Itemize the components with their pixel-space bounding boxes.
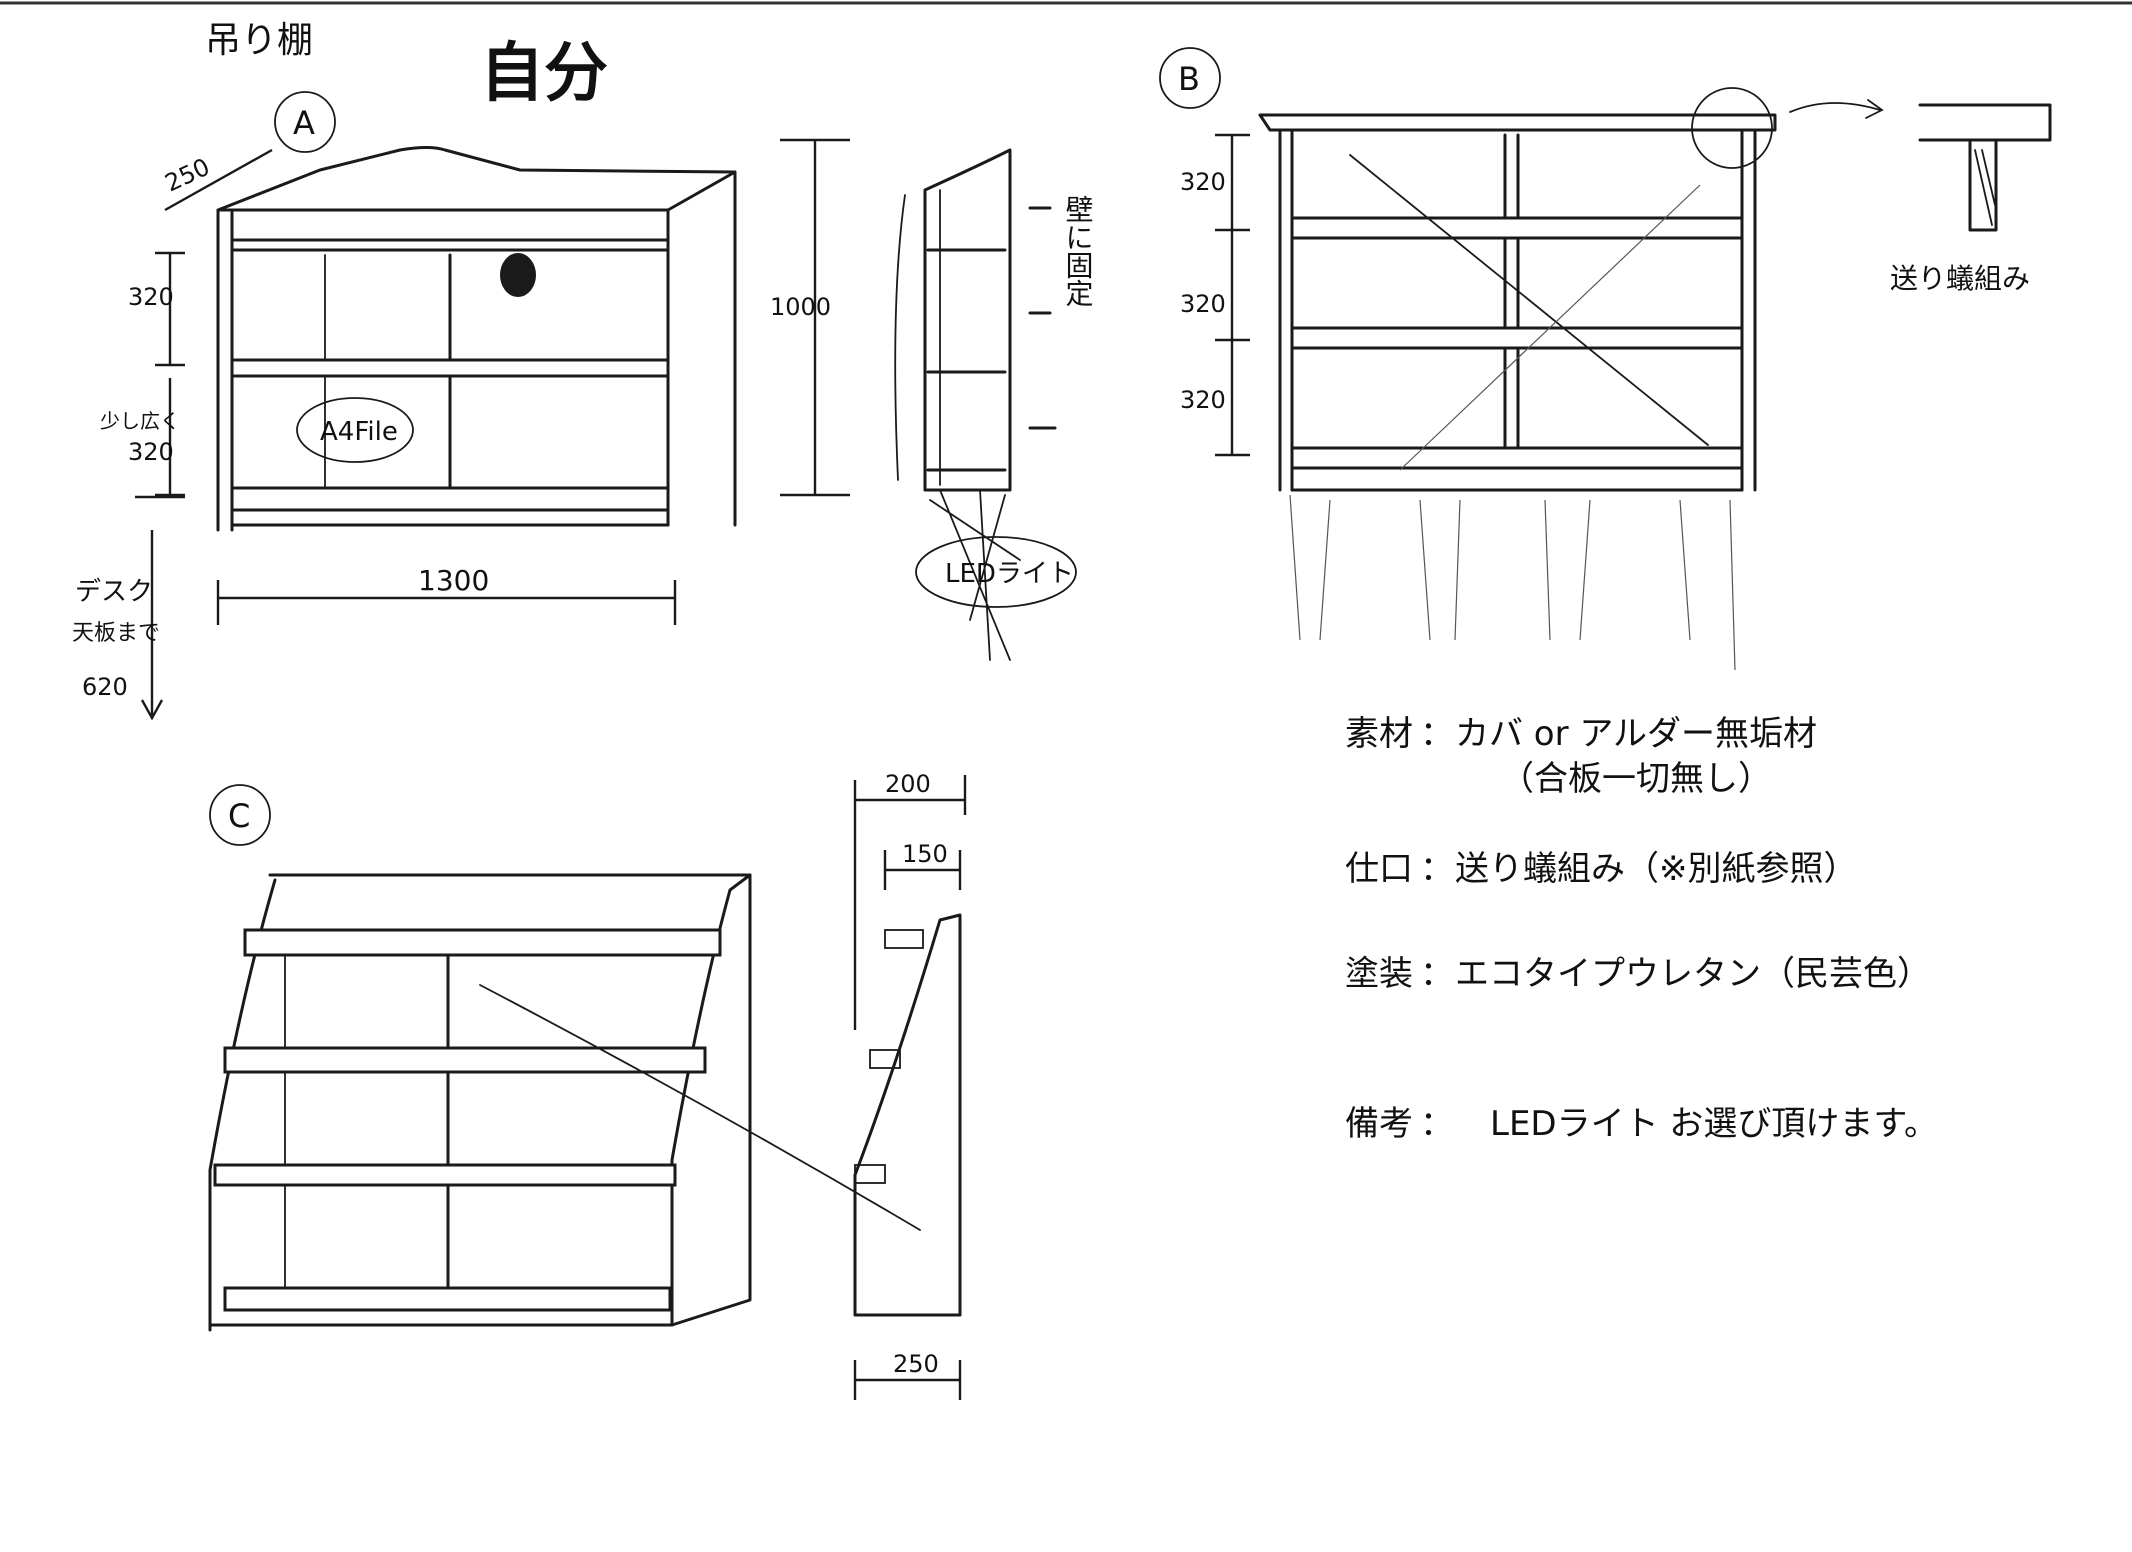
side-view-led-light-rays [929,489,1021,661]
sketch-c-shelf-3 [213,1163,677,1187]
sketch-c-leader-line [479,984,921,1231]
side-view-outline [923,148,1012,492]
sketch-b-joint-board [1918,103,2052,142]
side-view-led-oval [915,536,1077,608]
sketch-c-shelf-2 [223,1046,707,1074]
sketch-a-dim-width: 1300 [418,564,489,597]
sketch-b-dim-2: 320 [1180,290,1226,318]
sketch-b-joint-post [1968,138,1998,232]
sketch-c-shelf-1 [243,928,722,957]
side-view-wall-curve [894,194,906,481]
sketch-b-dim-3: 320 [1180,386,1226,414]
sketch-a-depth-dim: 250 [161,153,214,198]
sketch-b-joint-label: 送り蟻組み [1890,262,2030,295]
sketch-c-dim-top: 200 [885,770,931,798]
sketch-c-dim-mid: 150 [902,840,948,868]
note-joint-value: 送り蟻組み（※別紙参照） [1455,849,1858,889]
note-remarks-value: LEDライト お選び頂けます。 [1490,1104,1938,1144]
sketch-b-shelf-1 [1290,216,1744,240]
note-separator-2: ： [1420,849,1454,889]
side-view: 1000 壁に固定 LEDライト [770,138,1095,661]
note-material-value: カバ or アルダー無垢材 [1455,714,1817,754]
sketch-b-shelf-2 [1290,326,1744,350]
sketch-a-dim-shelf-2: 320 [128,438,174,466]
sketch-b-joint-hatch-1 [1974,149,1993,226]
sketch-a-desk-arrow [140,699,164,721]
sketch-a-desk-dim: 620 [82,673,128,701]
sketch-b: B 送り蟻組み 320 [1159,47,2052,671]
sketch-c-side-profile [853,913,962,1317]
sketch-c-dim-bottom: 250 [893,1350,939,1378]
sketch-a-shelf-1 [230,238,670,252]
side-view-wall-note: 壁に固定 [1062,195,1095,307]
sketch-c-left-profile [208,878,277,1332]
sketch-a-shelf-2 [230,358,670,378]
sketch-b-detail-arrowhead [1865,99,1884,119]
side-view-dim-height: 1000 [770,293,831,321]
note-remarks-label: 備考 [1345,1104,1413,1144]
sketch-c-marker-circle [209,784,271,846]
sketch-c-shelf-4 [223,1286,672,1312]
note-separator-3: ： [1420,954,1454,994]
note-paint-value: エコタイプウレタン（民芸色） [1455,954,1931,994]
sketch-b-under-lines [1289,494,1736,671]
sketch-a-ink-blot [500,253,536,297]
sketch-b-top-board [1258,113,1777,132]
side-view-led-label: LEDライト [945,559,1074,589]
sketch-c-side-shelf-2 [869,1049,901,1069]
sketch-b-detail-arrow [1789,102,1881,113]
sketch-a-file-label: A4File [320,417,398,447]
sketch-a-marker: A [293,104,315,142]
sketch-b-shelf-3 [1290,446,1744,470]
note-separator-4: ： [1420,1104,1454,1144]
sketch-c-side-shelf-1 [884,929,924,949]
stamp-text: 自分 [480,37,608,111]
sketch-c-right-profile [268,873,752,1327]
sketch-a-marker-circle [274,91,336,153]
sketch-a-cabinet-outline [216,146,737,532]
sketch-a: A 250 A4File 320 少し広く 320 [72,91,737,721]
sketch-b-marker-circle [1159,47,1221,109]
sketch-a-desk-label-1: デスク [75,577,153,607]
spec-notes: 素材 ： カバ or アルダー無垢材 （合板一切無し） 仕口 ： 送り蟻組み（※… [1345,714,1938,1144]
note-material-sub: （合板一切無し） [1500,759,1772,799]
sketch-c-marker: C [228,797,250,835]
sketch-c-side-shelf-3 [854,1164,886,1184]
sketch-b-detail-circle [1691,87,1773,169]
sketch-a-depth-dim-line [164,148,273,212]
sketch-b-dim-1: 320 [1180,168,1226,196]
sketch-b-faint-diagonal [1399,184,1701,471]
sketch-a-desk-label-2: 天板まで [72,621,160,646]
sketch-a-dim-shelf-2-note: 少し広く [100,409,180,433]
sketch-c: C 200 150 [208,770,967,1400]
sketch-b-joint-hatch-2 [1981,149,1996,206]
sketch-b-marker: B [1178,60,1200,98]
sketch-a-file-oval [296,397,414,463]
sketch-a-dim-shelf-1: 320 [128,283,174,311]
note-joint-label: 仕口 [1345,849,1413,889]
sketch-a-shelf-3 [230,486,670,512]
sketch-c-side-panel [670,873,752,1327]
note-paint-label: 塗装 [1345,954,1413,994]
sketch-b-diagonal [1349,154,1709,446]
note-separator-1: ： [1420,714,1454,754]
drawing-title: 吊り棚 [205,20,313,61]
note-material-label: 素材 [1345,714,1413,754]
